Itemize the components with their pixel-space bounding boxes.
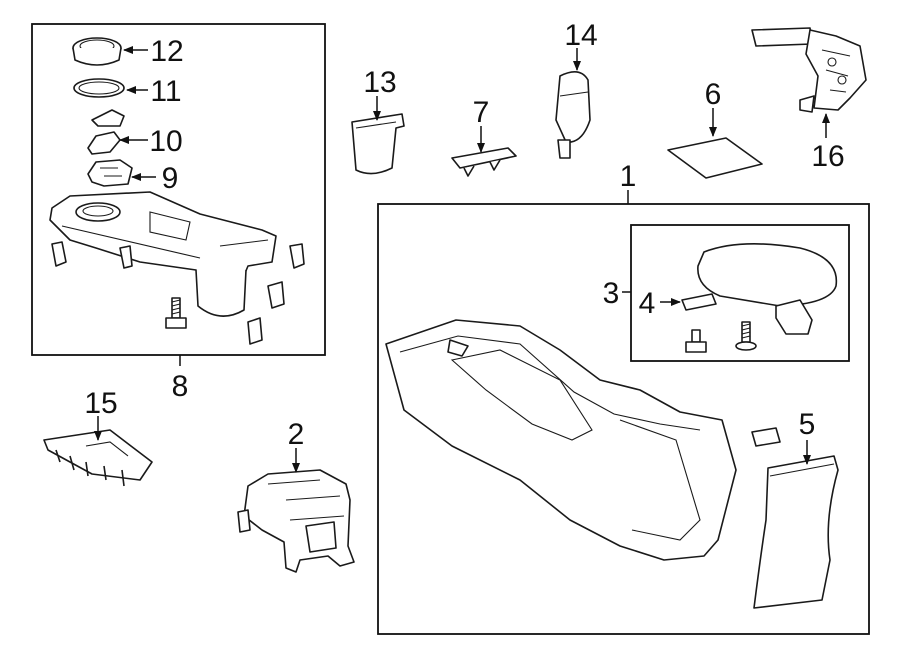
part-11-oring xyxy=(73,78,125,98)
part-2-shifter-housing xyxy=(237,469,355,573)
part-7-cover xyxy=(451,147,517,177)
callout-10: 10 xyxy=(149,125,182,158)
callout-4: 4 xyxy=(639,287,656,320)
part-12-ring xyxy=(72,37,122,66)
group-frame-1 xyxy=(377,203,870,635)
callout-16: 16 xyxy=(811,140,844,173)
callout-12: 12 xyxy=(150,35,183,68)
part-3-armrest xyxy=(697,243,838,335)
part-9-bracket xyxy=(87,159,133,187)
part-8-screw xyxy=(165,297,187,329)
part-10-clip xyxy=(87,109,125,155)
callout-3: 3 xyxy=(603,277,620,310)
callout-7: 7 xyxy=(473,96,490,129)
callout-8: 8 xyxy=(172,370,189,403)
part-1-console xyxy=(385,319,781,561)
callout-11: 11 xyxy=(150,75,181,108)
part-14-shift-knob xyxy=(555,71,591,159)
part-4-bracket xyxy=(681,293,717,311)
part-5-side-trim xyxy=(753,455,839,609)
part-6-mat xyxy=(667,137,763,179)
part-13-cup-holder xyxy=(351,113,405,175)
callout-6: 6 xyxy=(705,78,722,111)
part-15-trim xyxy=(43,429,153,487)
group-frame-8 xyxy=(31,23,326,356)
callout-5: 5 xyxy=(799,408,816,441)
part-8-bezel xyxy=(49,191,305,345)
callout-14: 14 xyxy=(564,19,597,52)
group-frame-3 xyxy=(630,224,850,362)
part-4-bolt xyxy=(685,329,707,353)
callout-13: 13 xyxy=(363,66,396,99)
callout-2: 2 xyxy=(288,418,305,451)
part-4-screw xyxy=(735,321,757,351)
callout-9: 9 xyxy=(162,162,179,195)
callout-15: 15 xyxy=(84,387,117,420)
callout-1: 1 xyxy=(620,160,637,193)
part-16-brake-lever xyxy=(751,27,867,113)
